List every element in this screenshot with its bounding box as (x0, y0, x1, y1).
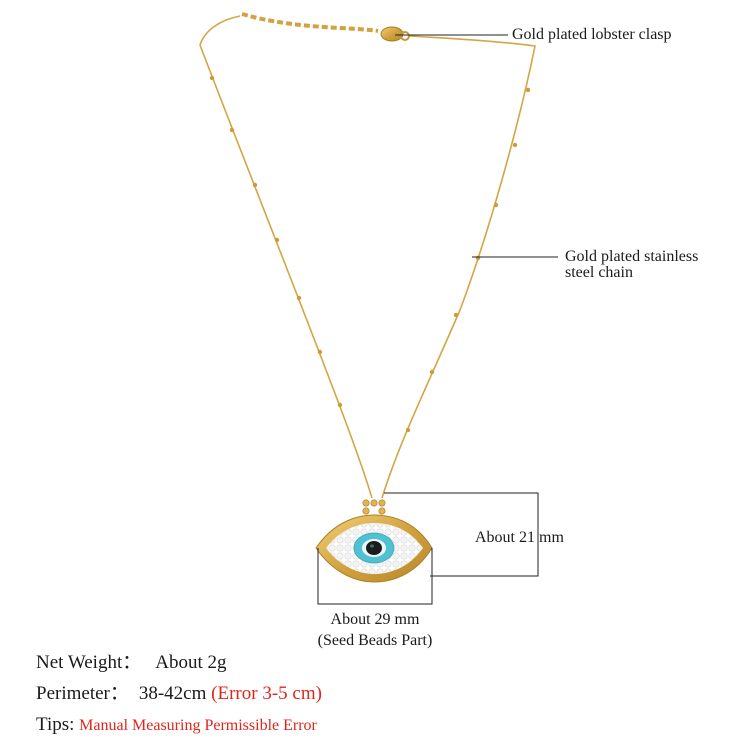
width-label-line2: (Seed Beads Part) (317, 632, 433, 649)
perimeter-error: (Error 3-5 cm) (211, 683, 322, 704)
net-weight-label: Net Weight： (36, 652, 142, 673)
chain-label-line2: steel chain (565, 264, 633, 281)
perimeter-row: Perimeter： 38-42cm (Error 3-5 cm) (36, 683, 322, 705)
net-weight-value: About 2g (155, 652, 227, 673)
tips-value: Manual Measuring Permissible Error (79, 717, 317, 734)
main-chain (199, 15, 536, 499)
clasp-label: Gold plated lobster clasp (512, 26, 672, 43)
net-weight-row: Net Weight： About 2g (36, 652, 227, 674)
height-label: About 21 mm (475, 529, 564, 546)
chain-label-line1: Gold plated stainless (565, 248, 699, 265)
perimeter-label: Perimeter： (36, 683, 129, 704)
width-label-line1: About 29 mm (330, 611, 420, 628)
annotation-lines (317, 34, 558, 605)
tips-row: Tips: Manual Measuring Permissible Error (36, 714, 317, 737)
perimeter-value: 38-42cm (138, 683, 207, 704)
extender-chain (241, 12, 379, 33)
tips-label: Tips: (36, 714, 75, 735)
evil-eye-pendant (315, 499, 433, 583)
lobster-clasp (380, 26, 410, 42)
